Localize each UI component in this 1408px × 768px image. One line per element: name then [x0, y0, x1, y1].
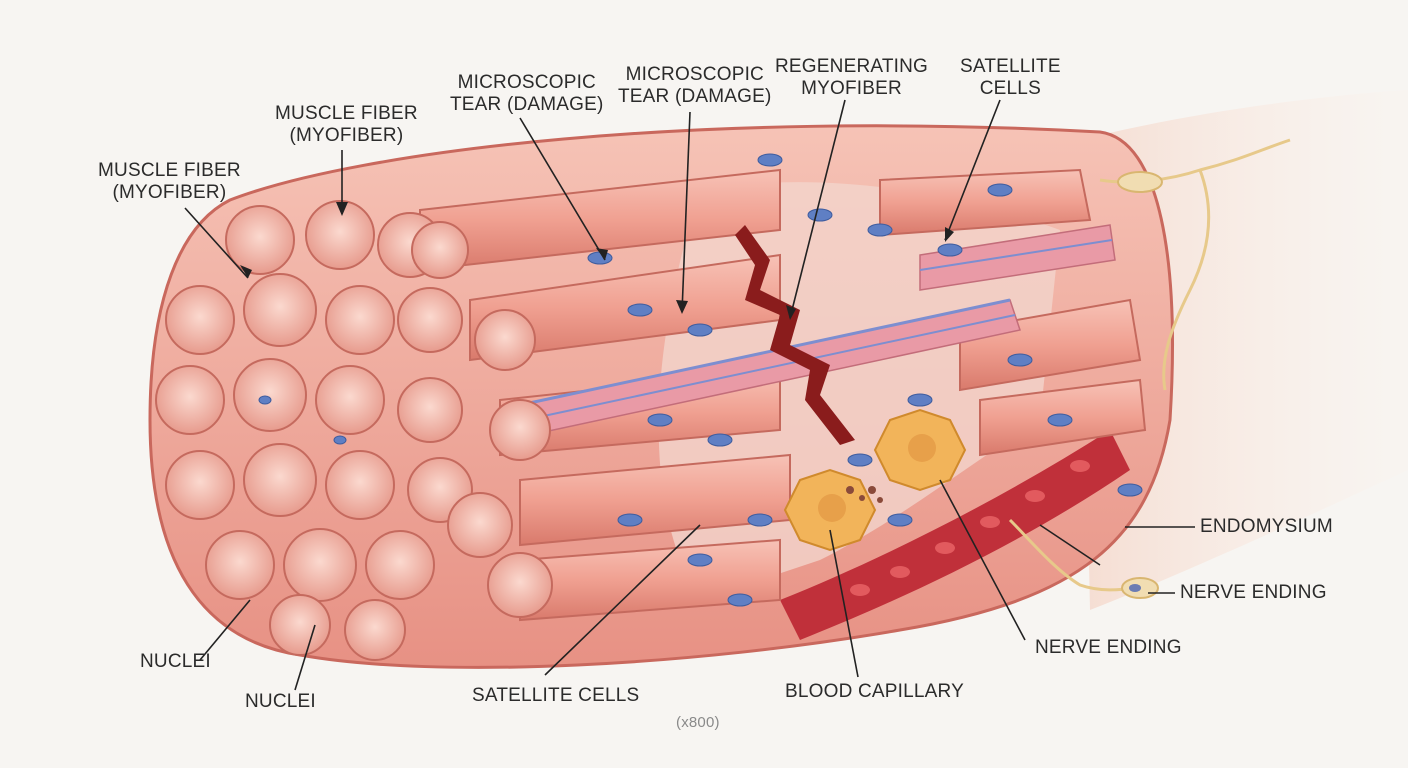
label-nerve-ending-right: NERVE ENDING: [1180, 582, 1327, 603]
nuclei-dots: [258, 153, 1143, 607]
microscopic-tear: [735, 225, 855, 445]
label-muscle-fiber-top: MUSCLE FIBER (MYOFIBER): [275, 103, 418, 146]
immune-cells: [783, 408, 967, 552]
leader-arrowheads: [240, 202, 954, 320]
label-satellite-cells-bottom: SATELLITE CELLS: [472, 685, 640, 706]
fiber-cross-sections: [155, 200, 553, 661]
label-nuclei-left: NUCLEI: [140, 651, 211, 672]
label-muscle-fiber-left: MUSCLE FIBER (MYOFIBER): [98, 160, 241, 203]
label-regenerating-myofiber: REGENERATING MYOFIBER: [775, 56, 929, 99]
label-microscopic-tear-2: MICROSCOPIC TEAR (DAMAGE): [618, 64, 772, 107]
regenerating-fibers: [519, 224, 1116, 436]
magnification-label: (x800): [676, 714, 720, 731]
label-blood-capillary: BLOOD CAPILLARY: [785, 681, 965, 702]
leader-lines: [184, 99, 1195, 691]
label-satellite-cells-top: SATELLITE CELLS: [960, 56, 1061, 99]
label-endomysium: ENDOMYSIUM: [1200, 516, 1333, 537]
label-microscopic-tear-1: MICROSCOPIC TEAR (DAMAGE): [450, 72, 604, 115]
label-nerve-ending-bottom: NERVE ENDING: [1035, 637, 1182, 658]
label-nuclei-bottom: NUCLEI: [245, 691, 316, 712]
